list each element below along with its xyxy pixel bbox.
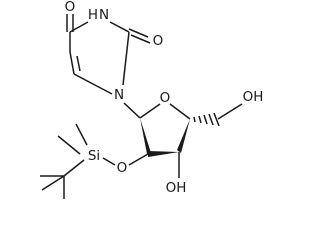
bond-c2prime-o-ether bbox=[128, 153, 149, 166]
bond-c6-c5 bbox=[69, 51, 75, 75]
hash-1 bbox=[193, 116, 196, 123]
structure-diagram: O H N O N O OH Si O OH bbox=[40, 0, 264, 199]
bond-c1prime-o4 bbox=[139, 103, 161, 119]
atom-si: Si bbox=[88, 148, 100, 164]
hash-3 bbox=[203, 114, 208, 125]
bond-ch2-oh bbox=[217, 103, 243, 120]
bond-n1-c1prime bbox=[123, 102, 141, 119]
bond-c6-c5-inner bbox=[76, 55, 81, 72]
hash-5 bbox=[213, 112, 220, 127]
bond-c2-o-carbonyl-a bbox=[128, 28, 149, 38]
tbdms-group bbox=[40, 123, 116, 199]
bond-si-tbutyl bbox=[63, 159, 85, 177]
atom-n-glycosidic: N bbox=[114, 87, 124, 103]
bond-c2-n1 bbox=[122, 31, 130, 86]
wedge-c1prime-c2prime bbox=[140, 118, 151, 154]
atom-o-ring: O bbox=[160, 90, 171, 106]
atom-n-imide: N bbox=[99, 7, 109, 23]
atom-o-ether: O bbox=[117, 160, 128, 176]
wedge-c4prime-c3prime bbox=[177, 119, 190, 153]
bond-n3-c2 bbox=[109, 21, 130, 33]
bond-si-methyl-left bbox=[57, 135, 81, 155]
ribose-ring bbox=[123, 102, 191, 178]
bond-n1-c6 bbox=[73, 73, 113, 95]
bond-c2-o-carbonyl-b bbox=[130, 34, 151, 44]
bond-tbutyl-me3 bbox=[41, 175, 65, 191]
bond-o-si bbox=[102, 157, 116, 166]
atom-o-carbonyl-right: O bbox=[153, 33, 164, 49]
hydroxymethyl-group bbox=[193, 103, 243, 127]
uracil-ring bbox=[66, 14, 151, 95]
wedge-c3prime-c2prime bbox=[148, 151, 179, 157]
atom-o-carbonyl-top: O bbox=[65, 0, 76, 15]
atom-h-imide: H bbox=[88, 7, 98, 23]
atom-o-hydroxymethyl: OH bbox=[243, 89, 264, 105]
atom-labels: O H N O N O OH Si O OH bbox=[65, 0, 264, 196]
hash-4 bbox=[208, 113, 214, 126]
atom-o-hydroxyl: OH bbox=[166, 180, 187, 196]
bond-o4-c4prime bbox=[169, 103, 191, 120]
hash-2 bbox=[198, 115, 202, 124]
bond-si-methyl-up bbox=[75, 123, 88, 146]
